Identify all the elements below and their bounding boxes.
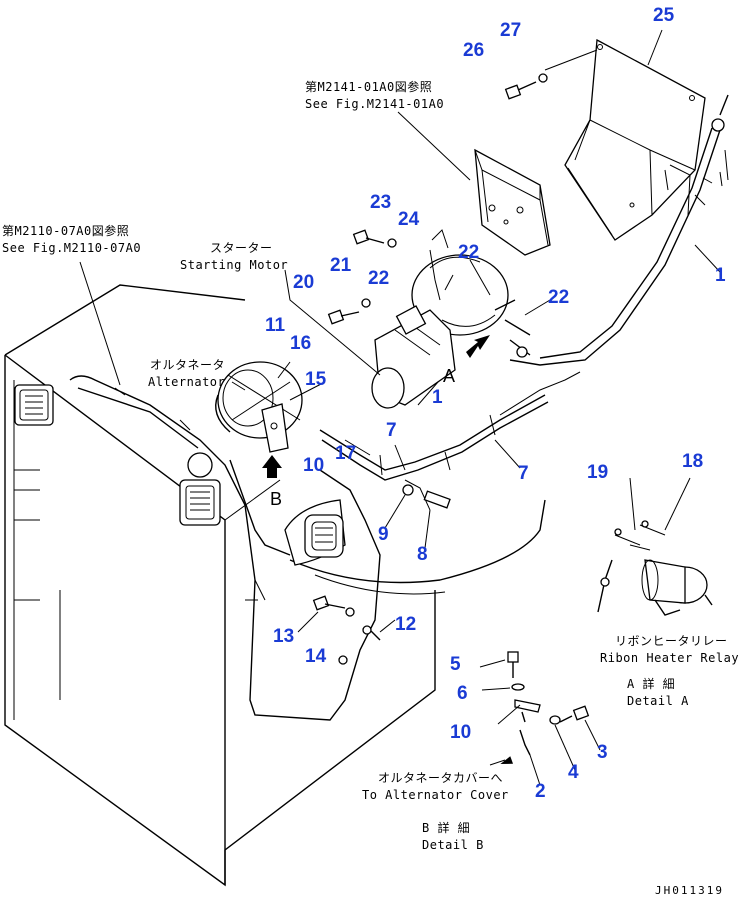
starter-label-jp: スターター [210,241,273,255]
part-number-1-center: 1 [432,387,443,408]
part-number-22-b: 22 [368,268,389,289]
part-number-26: 26 [463,40,484,61]
part-number-14: 14 [305,646,327,667]
center-harness [319,394,549,511]
part-number-11: 11 [265,315,286,336]
part-number-25: 25 [653,5,675,26]
ref-m2110-jp: 第M2110-07A0図参照 [2,223,129,238]
detail-marker-b: B [270,489,282,509]
bolts-upper [327,229,397,325]
alternator-label-jp: オルタネータ [150,358,225,372]
lamp-lower [179,452,221,526]
alt-cover-label-en: To Alternator Cover [362,788,509,802]
ref-m2141-jp: 第M2141-01A0図参照 [305,79,432,94]
alt-cover-label-jp: オルタネータカバーへ [378,771,503,785]
part-number-7-left: 7 [386,420,397,441]
drawing-code: JH011319 [655,884,724,897]
part-number-12: 12 [395,614,416,635]
leader-lines [79,29,721,786]
detail-a-label-jp: A 詳 細 [627,676,675,691]
part-number-22-a: 22 [458,242,479,263]
part-number-10-detail-b: 10 [450,722,471,743]
left-harness [69,375,381,721]
alternator-drawing [215,361,303,478]
bolt-13 [312,595,381,665]
part-number-4: 4 [568,762,579,783]
part-number-1-top: 1 [715,265,726,286]
alternator-cover-drawing [564,38,706,241]
part-number-7-right: 7 [518,463,529,484]
part-number-5: 5 [450,654,461,675]
part-number-callouts: 25 27 26 1 23 24 22 22 22 21 20 11 16 15… [265,5,726,802]
detail-b-drawing [489,651,590,766]
machine-body [4,284,546,887]
part-number-21: 21 [330,255,352,276]
part-number-2: 2 [535,781,546,802]
ribbon-heater-relay-drawing [597,520,713,616]
ref-m2110-en: See Fig.M2110-07A0 [2,241,141,255]
part-number-3: 3 [597,742,608,763]
part-number-24: 24 [398,209,420,230]
part-number-8: 8 [417,544,428,565]
part-number-20: 20 [293,272,314,293]
ribbon-relay-label-jp: リボンヒータリレー [615,634,728,648]
alternator-label-en: Alternator [148,375,225,389]
bracket-drawing [474,148,551,256]
part-number-18: 18 [682,451,703,472]
part-number-15: 15 [305,369,327,390]
part-number-16: 16 [290,333,311,354]
part-number-6: 6 [457,683,468,704]
part-number-17: 17 [335,443,356,464]
ref-m2141-en: See Fig.M2141-01A0 [305,97,444,111]
detail-marker-a: A [443,366,455,386]
ribbon-relay-label-en: Ribon Heater Relay [600,651,739,665]
part-number-27: 27 [500,20,521,41]
part-number-22-c: 22 [548,287,569,308]
starting-motor-drawing [371,229,531,409]
detail-b-label-jp: B 詳 細 [422,820,470,835]
part-number-10-main: 10 [303,455,324,476]
wire-harness-1 [499,94,729,416]
part-number-9: 9 [378,524,389,545]
part-number-19: 19 [587,462,608,483]
part-number-13: 13 [273,626,294,647]
intake-box [284,499,346,566]
detail-b-label-en: Detail B [422,838,484,852]
bolt-26 [504,73,548,100]
lamp-upper [14,384,54,426]
detail-a-label-en: Detail A [627,694,689,708]
part-number-23: 23 [370,192,391,213]
starter-label-en: Starting Motor [180,258,288,272]
